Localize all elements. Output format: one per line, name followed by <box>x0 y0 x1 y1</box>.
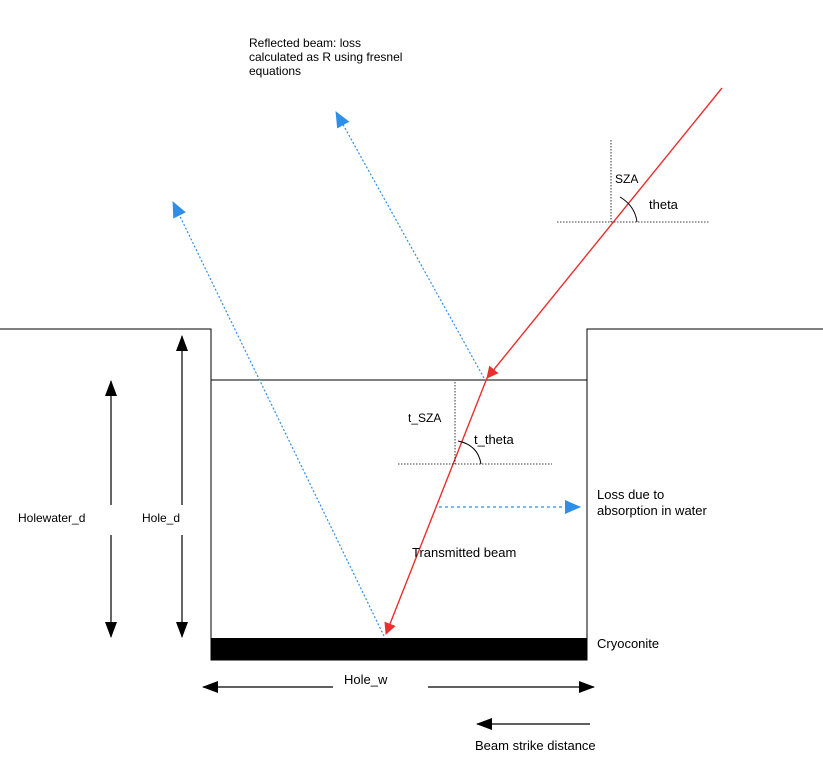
hole-width-label: Hole_w <box>344 672 388 687</box>
transmitted-beam <box>384 377 488 635</box>
loss-label-line2: absorption in water <box>597 503 708 518</box>
transmitted-beam-label: Transmitted beam <box>412 545 516 560</box>
reflected-beam-label-line1: Reflected beam: loss <box>249 36 361 50</box>
ice-surface-outline <box>0 328 823 661</box>
theta-label: theta <box>649 197 679 212</box>
t-sza-label: t_SZA <box>408 411 441 425</box>
loss-label-line1: Loss due to <box>597 487 664 502</box>
sza-label: SZA <box>615 172 638 186</box>
reflected-beam-surface <box>335 111 485 379</box>
reflected-beam-label-line3: equations <box>249 64 301 78</box>
cryoconite-label: Cryoconite <box>597 636 659 651</box>
theta-angle-arc <box>619 196 638 223</box>
hole-depth-label: Hole_d <box>142 511 180 525</box>
holewater-depth-label: Holewater_d <box>18 511 85 525</box>
beam-strike-distance-label: Beam strike distance <box>475 738 596 753</box>
t-theta-angle-arc <box>457 440 482 465</box>
reflected-beam-label-line2: calculated as R using fresnel <box>249 50 402 64</box>
cryoconite-layer <box>211 638 587 660</box>
t-theta-label: t_theta <box>474 432 515 447</box>
reflected-beam-cryoconite <box>172 201 385 637</box>
incident-beam <box>486 87 723 379</box>
